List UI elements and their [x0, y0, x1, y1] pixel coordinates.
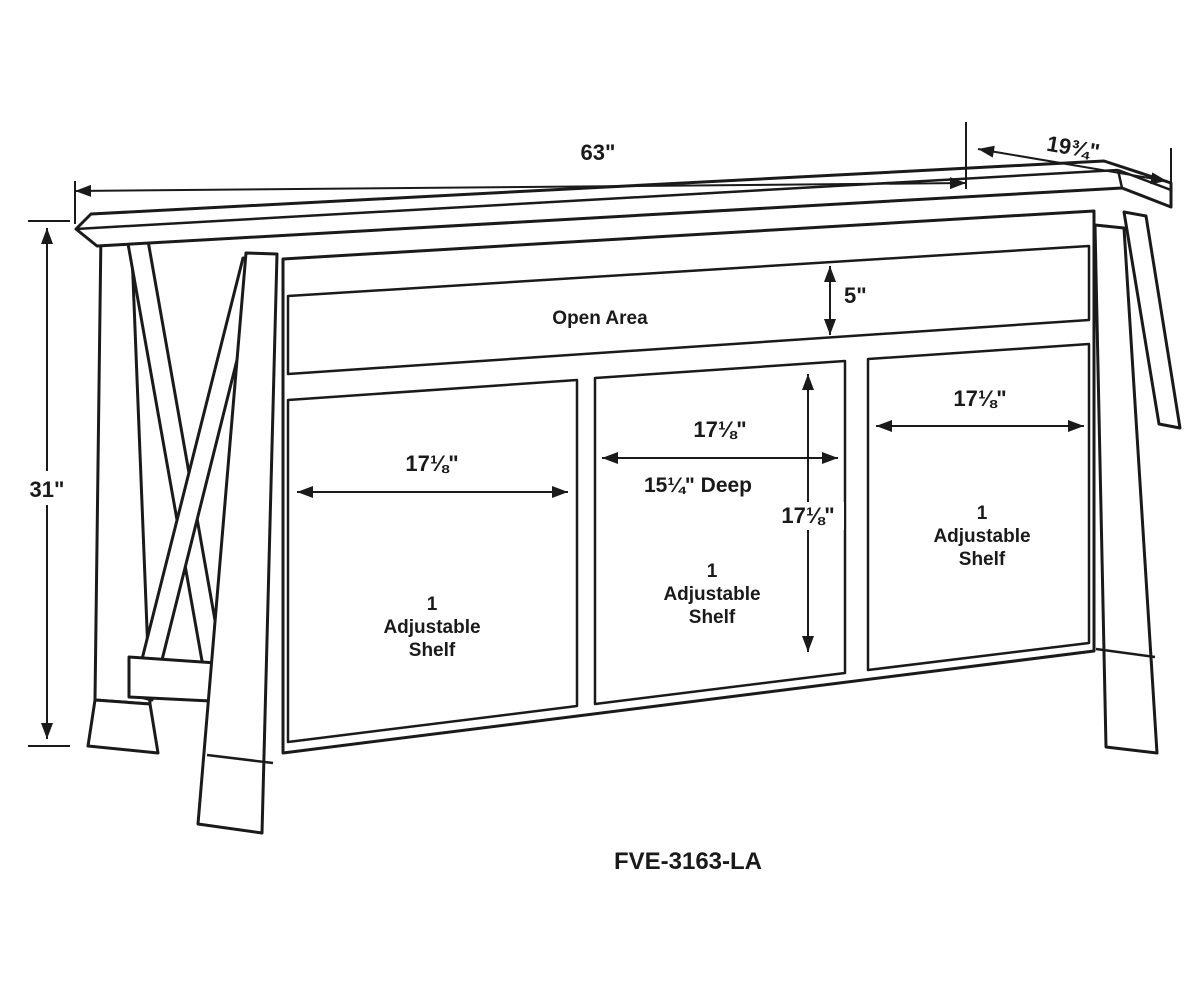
- interior-depth-label: 15¼" Deep: [644, 474, 752, 497]
- middle-height-label: 17⅛": [781, 503, 834, 528]
- left-shelf-label: 1 Adjustable Shelf: [383, 594, 480, 661]
- open-area-height-label: 5": [844, 283, 867, 308]
- height-dimension-label: 31": [30, 477, 65, 502]
- open-area-opening: [286, 244, 1091, 376]
- right-shelf-line-1: 1: [977, 503, 988, 524]
- dimension-graphics: [24, 122, 1172, 747]
- left-door-panel: [286, 378, 579, 744]
- depth-dim-line: [977, 145, 1168, 185]
- right-x-brace: [1122, 210, 1182, 430]
- open-area-label: Open Area: [552, 308, 648, 329]
- cabinet-body: [281, 209, 1096, 755]
- text-labels: 63" 19¾" 31" 5" Open Area 17⅛" 17⅛" 17⅛"…: [30, 131, 1102, 875]
- back-left-foot: [86, 698, 160, 755]
- depth-dimension-label: 19¾": [1045, 131, 1102, 165]
- middle-width-label: 17⅛": [693, 417, 746, 442]
- front-right-leg-joint: [1095, 647, 1156, 659]
- middle-shelf-line-2: Adjustable: [663, 584, 760, 605]
- left-width-label: 17⅛": [405, 451, 458, 476]
- front-left-leg: [196, 251, 279, 835]
- left-shelf-line-1: 1: [427, 594, 438, 615]
- right-shelf-line-2: Adjustable: [933, 526, 1030, 547]
- left-shelf-line-3: Shelf: [409, 640, 456, 661]
- right-shelf-line-3: Shelf: [959, 549, 1006, 570]
- front-left-leg-joint: [206, 753, 274, 765]
- width-dim-line: [74, 177, 967, 197]
- right-door-panel: [866, 342, 1091, 672]
- middle-height-label-mask: [774, 502, 844, 530]
- front-right-leg: [1093, 223, 1159, 755]
- middle-shelf-line-3: Shelf: [689, 607, 736, 628]
- right-width-label: 17⅛": [953, 386, 1006, 411]
- right-leg-assembly: [1093, 210, 1182, 755]
- right-shelf-label: 1 Adjustable Shelf: [933, 503, 1030, 570]
- cabinet-front-face: [281, 209, 1096, 755]
- left-leg-assembly: [86, 226, 279, 835]
- middle-shelf-label: 1 Adjustable Shelf: [663, 561, 760, 628]
- model-number-label: FVE-3163-LA: [614, 848, 762, 875]
- height-label-mask: [24, 471, 70, 505]
- middle-door-panel: [593, 359, 847, 706]
- width-dimension-label: 63": [581, 140, 616, 165]
- left-shelf-line-2: Adjustable: [383, 617, 480, 638]
- middle-shelf-line-1: 1: [707, 561, 718, 582]
